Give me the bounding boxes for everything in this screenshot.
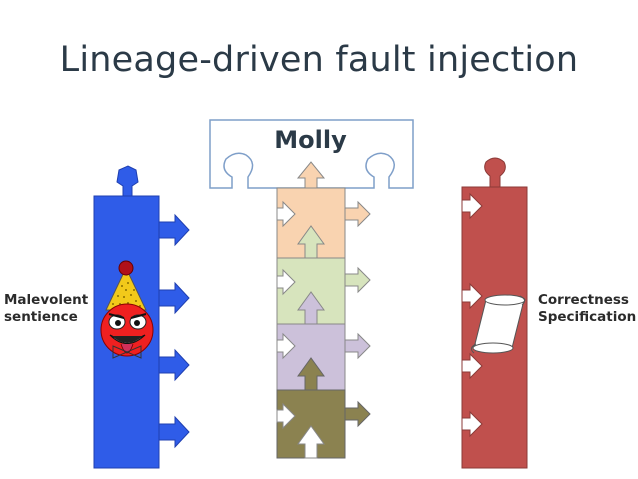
- scroll-icon: [470, 294, 526, 354]
- orange-up-tab: [296, 161, 326, 189]
- correctness-line-2: Specification: [538, 309, 637, 325]
- correctness-specification-label: Correctness Specification: [538, 292, 636, 326]
- malevolent-line-2: sentience: [4, 309, 78, 325]
- malevolent-sentience-label: Malevolent sentience: [4, 292, 88, 326]
- molly-label: Molly: [274, 126, 347, 154]
- bottom-socket: [297, 425, 325, 459]
- green-up-tab: [297, 225, 325, 259]
- malevolent-line-1: Malevolent: [4, 292, 89, 308]
- purple-puzzle-piece: [276, 323, 371, 391]
- molly-frame: [209, 119, 414, 189]
- olive-up-tab: [297, 357, 325, 391]
- correctness-line-1: Correctness: [538, 292, 629, 308]
- orange-puzzle-piece: [276, 187, 371, 259]
- olive-puzzle-piece: [276, 389, 371, 459]
- green-puzzle-piece: [276, 257, 371, 325]
- clown-icon: [100, 260, 154, 359]
- purple-up-tab: [297, 291, 325, 325]
- middle-left-notches: [276, 200, 296, 430]
- slide-title: Lineage-driven fault injection: [59, 40, 579, 80]
